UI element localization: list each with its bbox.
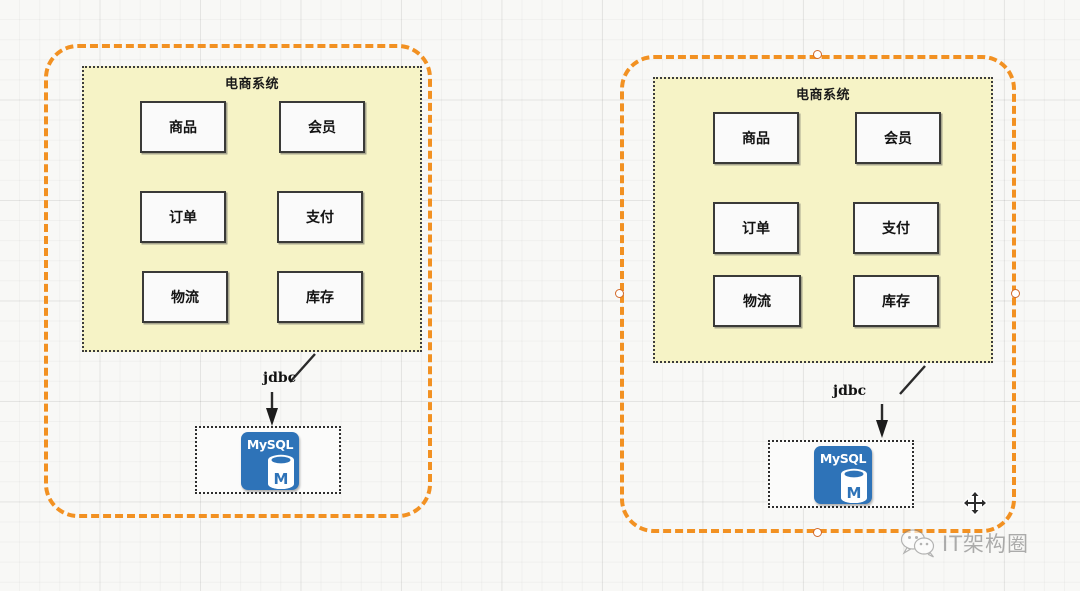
- mysql-logo-text: MySQL: [246, 437, 294, 452]
- database-node-left[interactable]: MySQL M: [195, 426, 341, 494]
- module-wuliu-right[interactable]: 物流: [713, 275, 801, 327]
- module-wuliu-left[interactable]: 物流: [142, 271, 228, 323]
- module-kucun-right[interactable]: 库存: [853, 275, 939, 327]
- database-node-right[interactable]: MySQL M: [768, 440, 914, 508]
- deployment-boundary-left[interactable]: [44, 44, 432, 518]
- svg-text:M: M: [847, 484, 862, 502]
- module-shangpin-left[interactable]: 商品: [140, 101, 226, 153]
- svg-text:M: M: [274, 470, 289, 488]
- module-zhifu-right[interactable]: 支付: [853, 202, 939, 254]
- system-container-right[interactable]: 电商系统 商品 会员 订单 支付 物流 库存: [653, 77, 993, 363]
- module-dingdan-right[interactable]: 订单: [713, 202, 799, 254]
- resize-handle-top-center[interactable]: [813, 50, 822, 59]
- mysql-logo-left: MySQL M: [241, 432, 299, 490]
- left-diagram[interactable]: 电商系统 商品 会员 订单 支付 物流 库存 jdbc MySQL M: [0, 0, 540, 591]
- system-title-right: 电商系统: [795, 88, 850, 103]
- wechat-icon: [900, 529, 935, 558]
- mysql-logo-right: MySQL M: [814, 446, 872, 504]
- system-title-left: 电商系统: [224, 77, 279, 92]
- mysql-logo-text: MySQL: [819, 451, 867, 466]
- jdbc-connector-right[interactable]: [860, 362, 980, 452]
- resize-handle-bottom-center[interactable]: [813, 528, 822, 537]
- jdbc-connector-left[interactable]: [250, 350, 370, 440]
- jdbc-label-left: jdbc: [263, 370, 297, 386]
- module-kucun-left[interactable]: 库存: [277, 271, 363, 323]
- move-cursor-icon: [962, 490, 988, 516]
- jdbc-label-right: jdbc: [833, 383, 867, 399]
- resize-handle-middle-left[interactable]: [615, 289, 624, 298]
- module-dingdan-left[interactable]: 订单: [140, 191, 226, 243]
- module-huiyuan-right[interactable]: 会员: [855, 112, 941, 164]
- module-zhifu-left[interactable]: 支付: [277, 191, 363, 243]
- module-shangpin-right[interactable]: 商品: [713, 112, 799, 164]
- resize-handle-middle-right[interactable]: [1011, 289, 1020, 298]
- right-diagram[interactable]: 电商系统 商品 会员 订单 支付 物流 库存 jdbc MySQL M: [540, 0, 1080, 591]
- module-huiyuan-left[interactable]: 会员: [279, 101, 365, 153]
- system-container-left[interactable]: 电商系统 商品 会员 订单 支付 物流 库存: [82, 66, 422, 352]
- database-cylinder-icon: M: [268, 454, 294, 489]
- watermark-text: IT架构圈: [942, 532, 1030, 556]
- database-cylinder-icon: M: [841, 468, 867, 503]
- watermark: IT架构圈: [900, 528, 1029, 558]
